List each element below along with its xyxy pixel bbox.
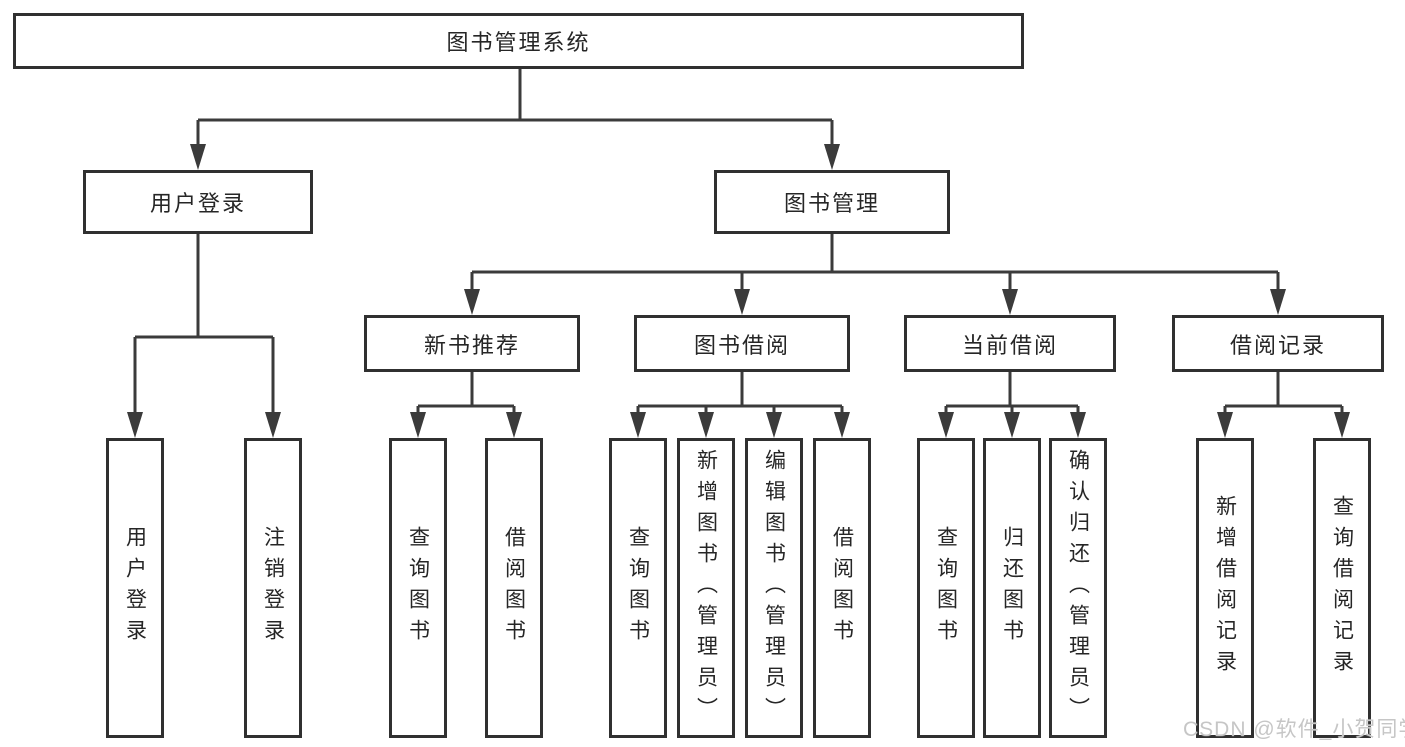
leaf-query-borrow-record: 查询借阅记录 bbox=[1313, 438, 1371, 738]
leaf-borrow-books-recommend: 借阅图书 bbox=[485, 438, 543, 738]
leaf-logout: 注销登录 bbox=[244, 438, 302, 738]
leaf-add-book-admin: 新增图书（管理员） bbox=[677, 438, 735, 738]
node-book-borrow: 图书借阅 bbox=[634, 315, 850, 372]
leaf-query-books-recommend: 查询图书 bbox=[389, 438, 447, 738]
leaf-query-books-borrow: 查询图书 bbox=[609, 438, 667, 738]
node-borrow-records: 借阅记录 bbox=[1172, 315, 1384, 372]
leaf-edit-book-admin: 编辑图书（管理员） bbox=[745, 438, 803, 738]
node-root: 图书管理系统 bbox=[13, 13, 1024, 69]
leaf-return-books: 归还图书 bbox=[983, 438, 1041, 738]
watermark: CSDN @软件_小贺同学 bbox=[1183, 718, 1405, 741]
node-new-book-recommend: 新书推荐 bbox=[364, 315, 580, 372]
node-book-management: 图书管理 bbox=[714, 170, 950, 234]
leaf-add-borrow-record: 新增借阅记录 bbox=[1196, 438, 1254, 738]
node-current-borrow: 当前借阅 bbox=[904, 315, 1116, 372]
arrowheads bbox=[127, 144, 1350, 438]
leaf-user-login: 用户登录 bbox=[106, 438, 164, 738]
node-user-login: 用户登录 bbox=[83, 170, 313, 234]
leaf-confirm-return-admin: 确认归还（管理员） bbox=[1049, 438, 1107, 738]
leaf-query-books-current: 查询图书 bbox=[917, 438, 975, 738]
leaf-borrow-books: 借阅图书 bbox=[813, 438, 871, 738]
